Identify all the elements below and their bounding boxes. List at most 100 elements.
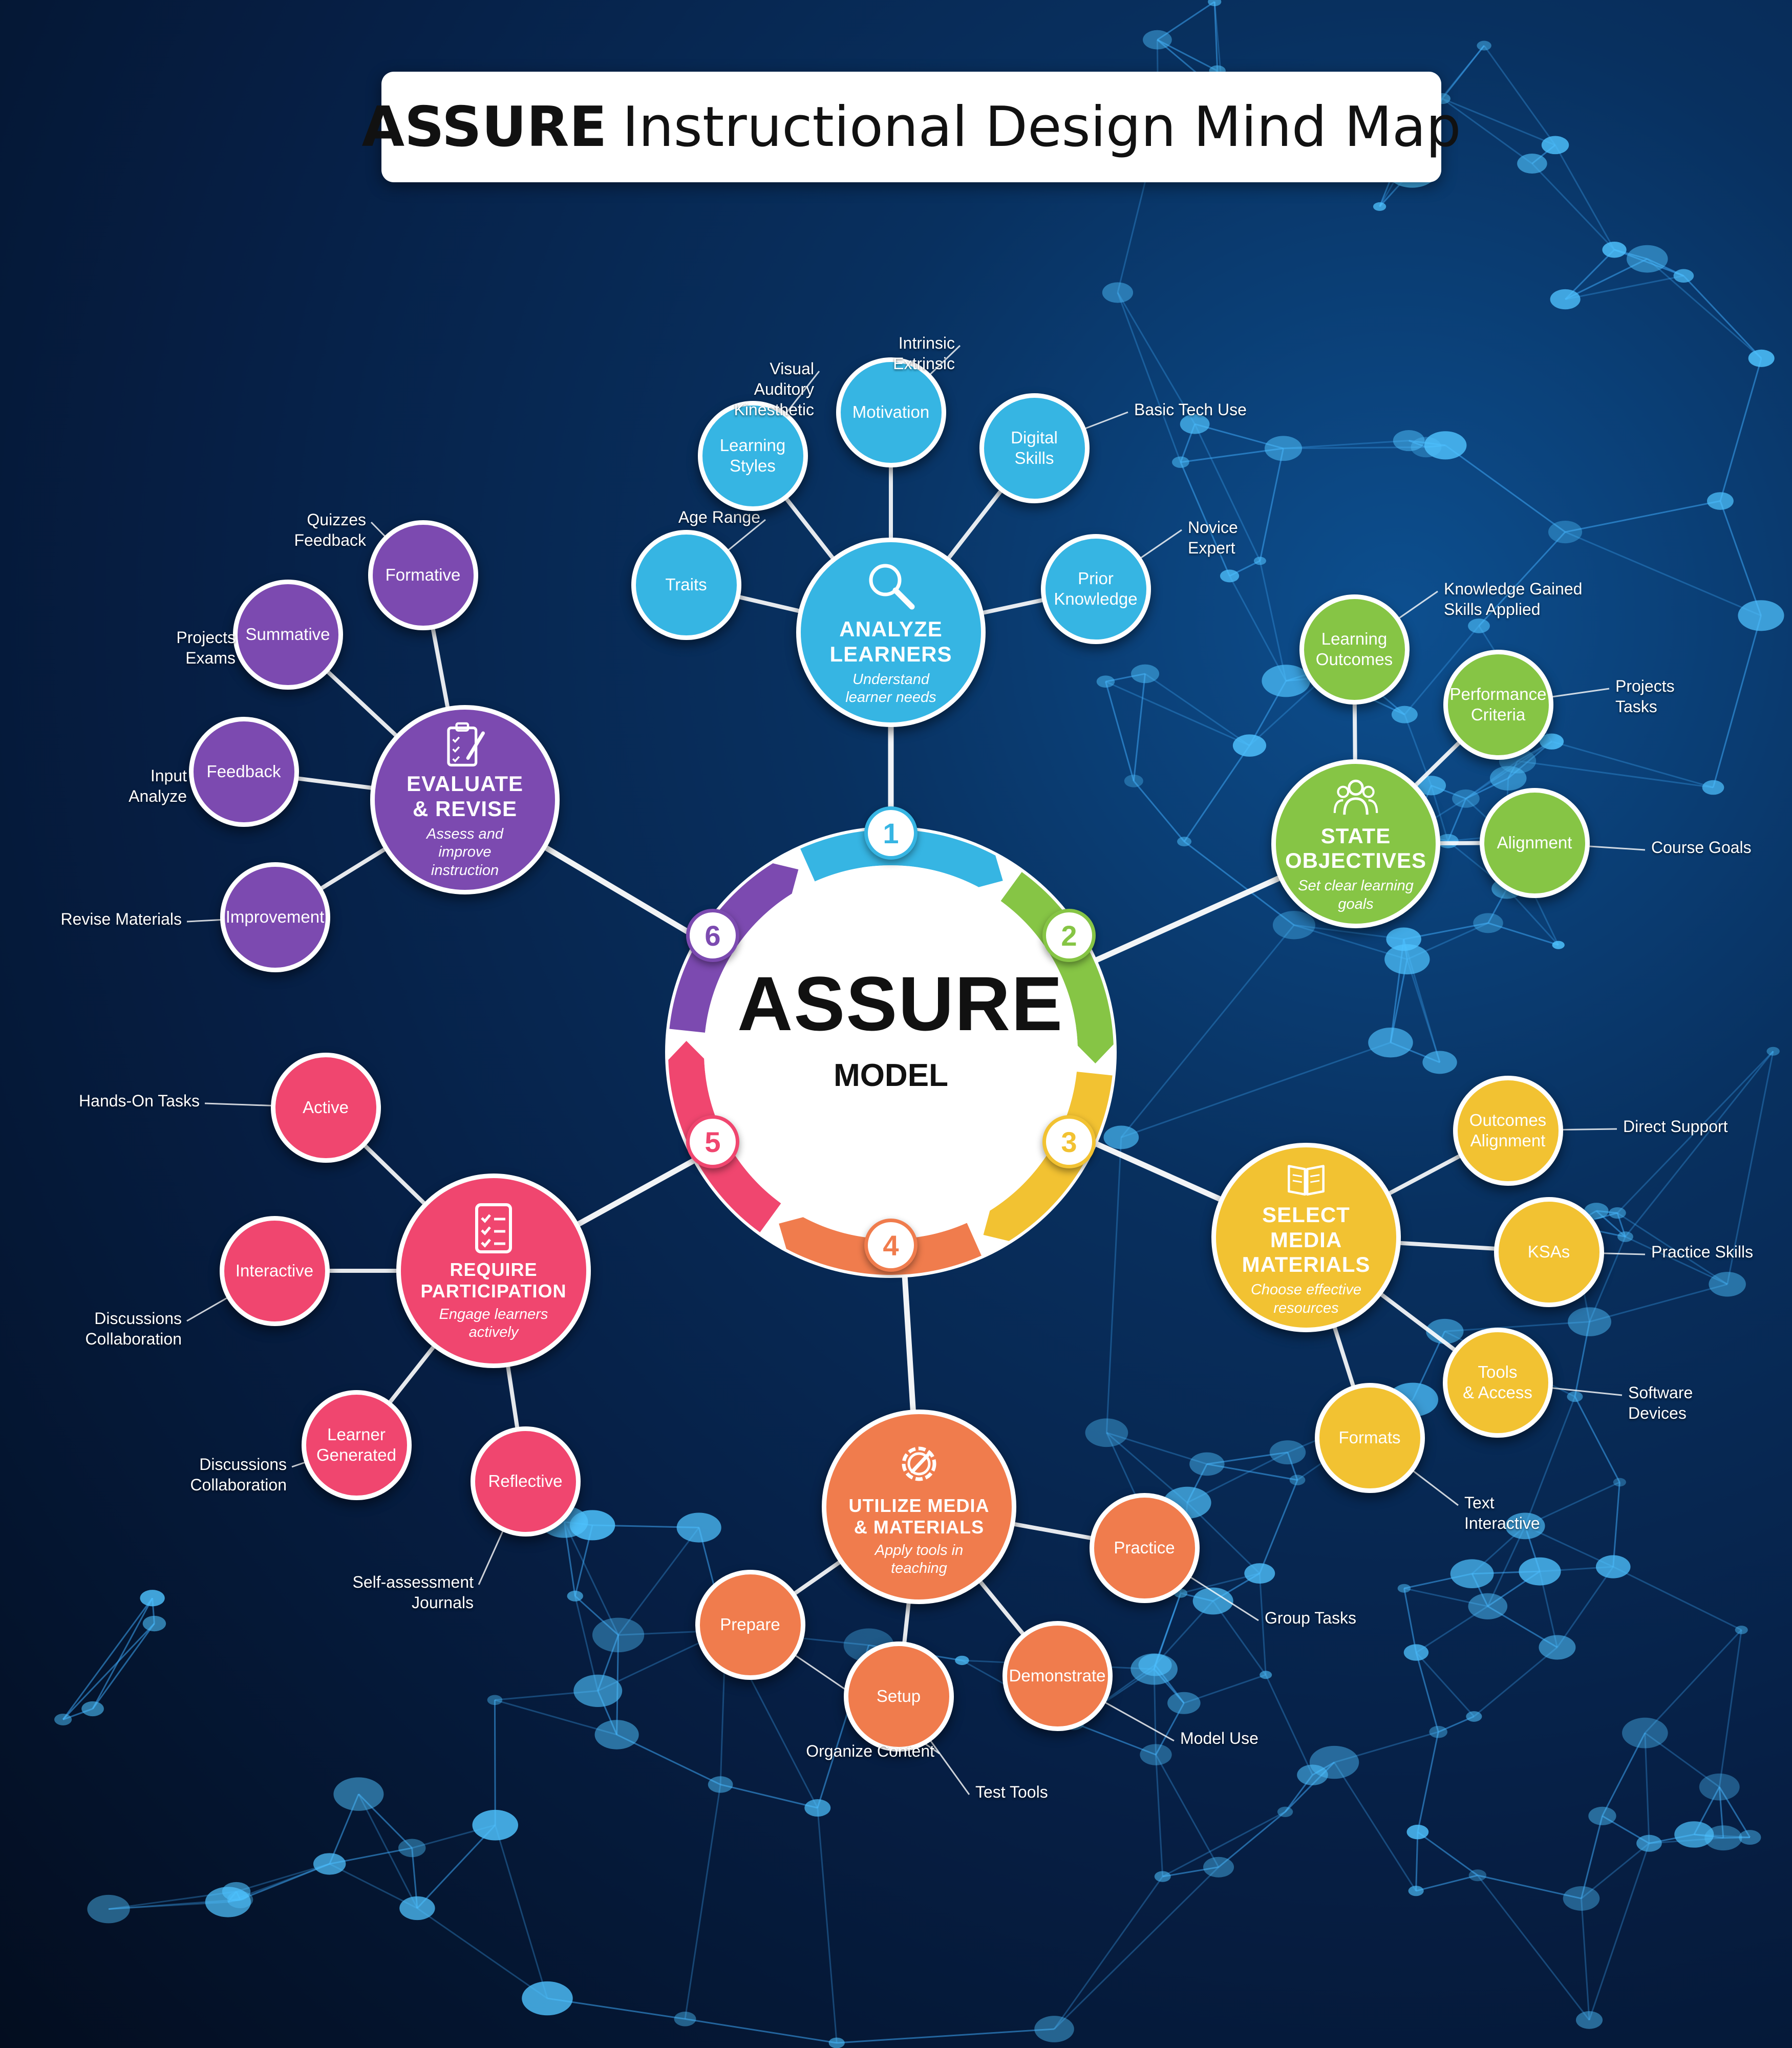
network-line	[1207, 1452, 1288, 1465]
sub-node-analyze[interactable]: Prior Knowledge	[1040, 534, 1151, 644]
sub-node-objectives[interactable]: Learning Outcomes	[1299, 594, 1410, 705]
network-line	[1551, 740, 1714, 788]
network-node	[1704, 1825, 1742, 1851]
network-line	[1441, 45, 1485, 99]
network-line	[1403, 1588, 1417, 1653]
sub-node-evaluate[interactable]: Formative	[368, 520, 478, 630]
branch-node-analyze[interactable]: ANALYZE LEARNERS Understand learner needs	[796, 538, 986, 727]
sub-node-evaluate[interactable]: Feedback	[188, 716, 299, 827]
network-line	[1213, 2, 1219, 71]
network-line	[1477, 1874, 1582, 1900]
network-line	[1180, 462, 1230, 577]
step-badge-5: 5	[686, 1115, 739, 1168]
network-node	[1397, 1584, 1411, 1593]
leaf-label-analyze: Visual Auditory Kinesthetic	[734, 359, 814, 419]
sub-node-label: Outcomes Alignment	[1469, 1111, 1547, 1150]
network-node	[1707, 492, 1734, 510]
network-node	[1408, 1886, 1424, 1896]
network-line	[1718, 1787, 1724, 1838]
leaf-label-analyze: Basic Tech Use	[1134, 400, 1247, 419]
branch-subtitle: Apply tools in teaching	[874, 1542, 964, 1577]
network-line	[1287, 1452, 1298, 1481]
network-node	[1617, 1231, 1633, 1242]
leaf-label-select: Practice Skills	[1651, 1243, 1754, 1261]
network-line	[1105, 1137, 1122, 1433]
sub-node-label: Motivation	[852, 402, 930, 422]
branch-subtitle: Set clear learning goals	[1298, 878, 1414, 912]
network-line	[1106, 1432, 1207, 1465]
network-node	[1539, 1635, 1576, 1660]
sub-node-select[interactable]: Outcomes Alignment	[1453, 1075, 1563, 1186]
sub-node-analyze[interactable]: Digital Skills	[979, 393, 1090, 503]
network-node	[1192, 1587, 1233, 1615]
network-line	[1718, 1630, 1742, 1787]
network-line	[1133, 673, 1146, 781]
network-line	[1719, 501, 1762, 616]
network-line	[685, 2018, 837, 2044]
sub-node-require[interactable]: Active	[270, 1052, 381, 1163]
network-line	[1718, 1786, 1751, 1838]
branch-title: ANALYZE LEARNERS	[829, 617, 952, 666]
network-line	[1294, 924, 1404, 940]
sub-node-select[interactable]: KSAs	[1494, 1197, 1604, 1307]
network-line	[1574, 1321, 1591, 1397]
network-node	[1466, 1711, 1482, 1722]
network-node	[1403, 1644, 1429, 1661]
sub-node-require[interactable]: Interactive	[219, 1215, 330, 1326]
network-node	[1519, 1557, 1561, 1586]
network-line	[1259, 448, 1284, 561]
sub-node-label: Learner Generated	[316, 1425, 396, 1464]
network-line	[1415, 1652, 1439, 1733]
network-line	[1155, 1754, 1220, 1868]
network-line	[1403, 1588, 1417, 1653]
branch-title: UTILIZE MEDIA & MATERIALS	[848, 1495, 990, 1538]
network-line	[1207, 1463, 1298, 1481]
sub-node-analyze[interactable]: Traits	[631, 529, 741, 640]
step-badge-4: 4	[864, 1219, 918, 1272]
sub-node-analyze[interactable]: Motivation	[836, 357, 946, 467]
sub-node-objectives[interactable]: Performance Criteria	[1443, 649, 1553, 760]
leaf-label-require: Discussions Collaboration	[190, 1455, 287, 1494]
network-node	[955, 1655, 969, 1666]
sub-node-utilize[interactable]: Demonstrate	[1002, 1620, 1113, 1731]
sub-node-label: Practice	[1114, 1538, 1175, 1558]
network-line	[720, 1783, 818, 1809]
network-line	[1183, 745, 1250, 842]
sub-node-select[interactable]: Formats	[1314, 1382, 1425, 1493]
network-node	[1269, 1440, 1306, 1465]
branch-subtitle: Understand learner needs	[845, 671, 936, 706]
network-line	[1442, 98, 1556, 146]
network-node	[1167, 1692, 1201, 1714]
sub-node-evaluate[interactable]: Improvement	[220, 862, 330, 972]
leaf-label-analyze: Age Range	[678, 508, 760, 526]
branch-node-utilize[interactable]: UTILIZE MEDIA & MATERIALS Apply tools in …	[822, 1410, 1016, 1604]
network-line	[1565, 500, 1721, 533]
network-line	[1625, 1236, 1728, 1285]
network-line	[62, 1623, 155, 1720]
sub-node-analyze[interactable]: Learning Styles	[697, 400, 808, 511]
network-node	[1373, 202, 1386, 211]
center-inner-disc	[704, 865, 1078, 1239]
sub-node-require[interactable]: Reflective	[470, 1426, 581, 1537]
network-node	[1368, 1027, 1413, 1058]
network-line	[1154, 1593, 1182, 1666]
network-line	[1183, 745, 1250, 842]
network-line	[1517, 760, 1714, 788]
network-line	[1155, 1702, 1185, 1755]
sub-node-utilize[interactable]: Practice	[1089, 1492, 1200, 1603]
sub-node-require[interactable]: Learner Generated	[301, 1390, 412, 1500]
sub-node-evaluate[interactable]: Summative	[232, 579, 343, 690]
sub-node-objectives[interactable]: Alignment	[1479, 787, 1590, 898]
network-node	[1468, 1869, 1487, 1882]
sub-node-select[interactable]: Tools & Access	[1442, 1327, 1553, 1438]
sub-node-utilize[interactable]: Setup	[843, 1641, 954, 1752]
network-node	[1220, 569, 1240, 583]
sub-node-utilize[interactable]: Prepare	[695, 1569, 805, 1680]
sub-node-label: Formative	[385, 565, 461, 585]
network-node	[1613, 1478, 1626, 1487]
